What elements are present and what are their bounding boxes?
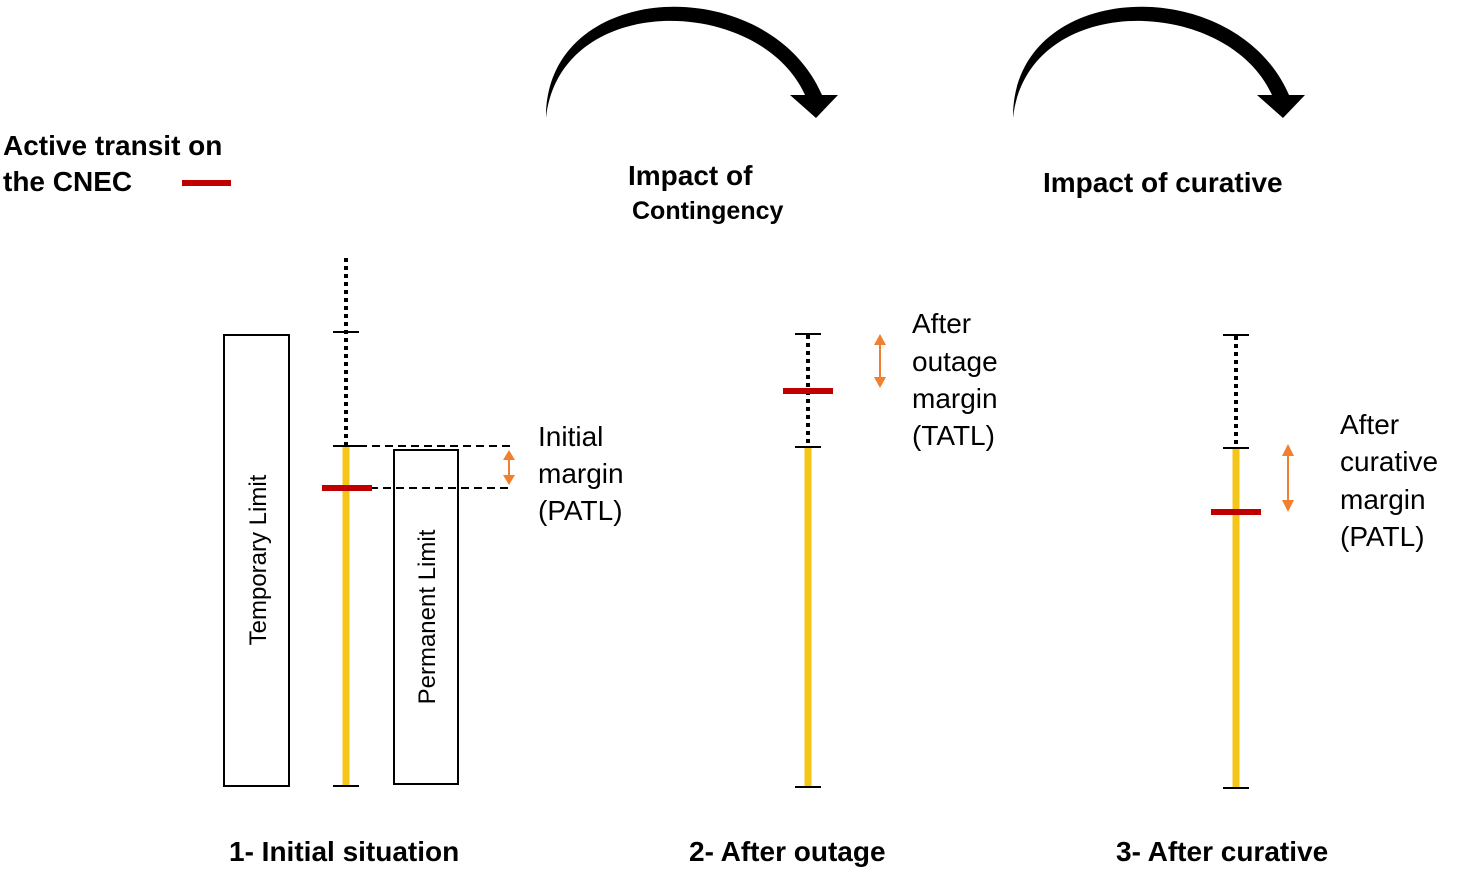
initial-margin-arrow (503, 450, 515, 485)
legend-text-line1: Active transit on (3, 130, 223, 161)
curative-curved-arrow (1012, 6, 1305, 118)
outage-margin-arrow (874, 334, 886, 388)
curative-margin-line1: After (1340, 409, 1400, 440)
outage-margin-line2: outage (912, 346, 998, 377)
legend-text-line2: the CNEC (3, 166, 133, 197)
after-curative-group (1211, 334, 1294, 789)
outage-margin-line4: (TATL) (912, 420, 995, 451)
initial-margin-line3: (PATL) (538, 495, 623, 526)
caption-after-curative: 3- After curative (1116, 836, 1329, 867)
outage-margin-line3: margin (912, 383, 998, 414)
curative-margin-line2: curative (1340, 446, 1439, 477)
caption-after-outage: 2- After outage (689, 836, 886, 867)
contingency-header-line2: Contingency (632, 197, 784, 225)
curative-header: Impact of curative (1043, 167, 1283, 198)
initial-margin-line1: Initial (538, 421, 604, 452)
initial-situation-group (223, 258, 515, 787)
permanent-limit-label: Permanent Limit (414, 529, 441, 704)
contingency-header-line1: Impact of (628, 160, 753, 191)
curative-margin-line4: (PATL) (1340, 521, 1425, 552)
contingency-curved-arrow (545, 6, 838, 118)
temporary-limit-label: Temporary Limit (245, 474, 272, 645)
initial-margin-line2: margin (538, 458, 624, 489)
curative-margin-line3: margin (1340, 484, 1426, 515)
caption-initial-situation: 1- Initial situation (229, 836, 460, 867)
permanent-limit-box (393, 449, 459, 785)
after-outage-group (783, 333, 886, 788)
outage-margin-line1: After (912, 308, 972, 339)
temporary-limit-box (223, 334, 290, 787)
curative-margin-arrow (1282, 444, 1294, 512)
